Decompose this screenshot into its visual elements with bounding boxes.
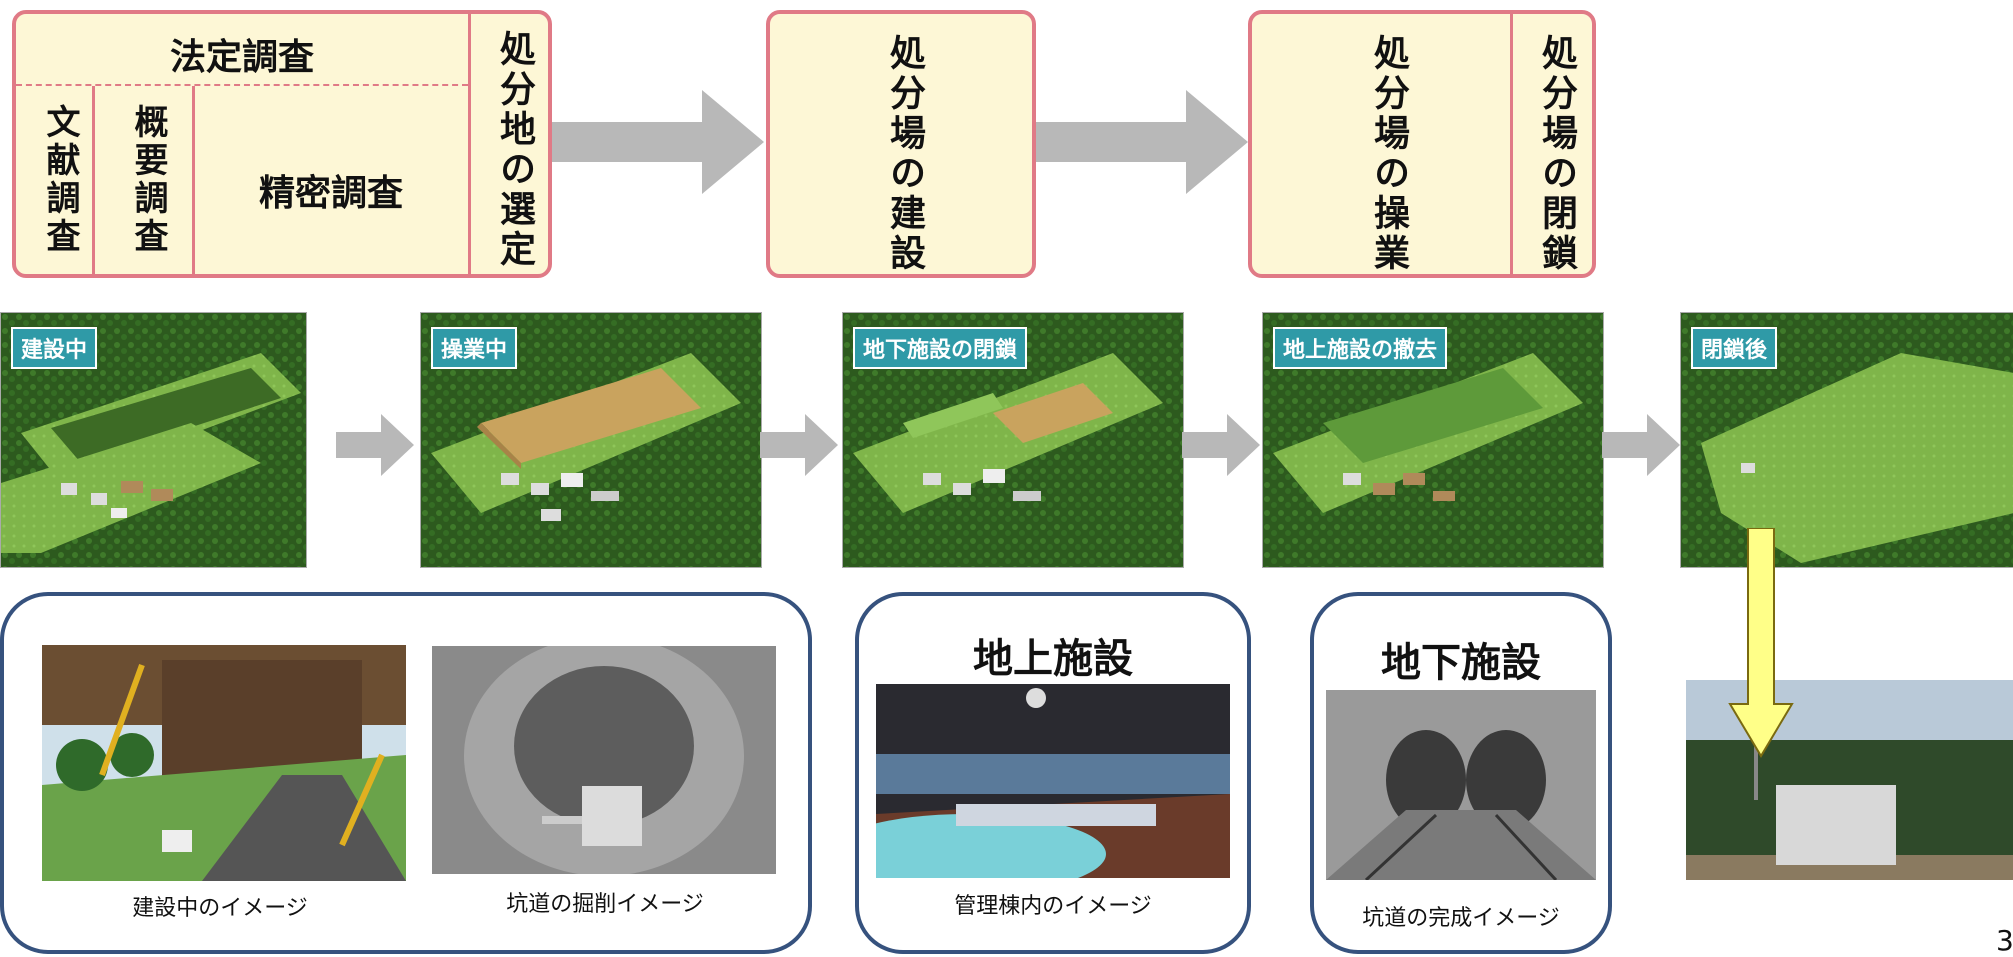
stage-panel-surface-removal: 地上施設の撤去 [1262,312,1604,568]
detailed-survey-label: 精密調査 [258,173,403,214]
stage-arrow-1 [336,414,414,476]
control-room-image [876,684,1230,878]
operation-closure-divider [1510,14,1513,278]
construction-label: 処分場の建設 [884,34,925,274]
survey-col-divider-1 [92,86,95,278]
underground-facility-title: 地下施設 [1381,640,1541,686]
stage-label-surface-removal: 地上施設の撤去 [1273,327,1448,369]
stage-label-underground-closure: 地下施設の閉鎖 [853,327,1028,369]
post-closure-down-arrow [1728,528,1794,758]
outline-survey-label: 概要調査 [128,104,168,256]
stage-arrow-3 [1182,414,1260,476]
stage-panel-underground-closure: 地下施設の閉鎖 [842,312,1184,568]
survey-col-divider-2 [192,86,195,278]
completed-tunnel-image [1326,690,1596,880]
operation-label: 処分場の操業 [1368,34,1409,274]
stage-label-post-closure: 閉鎖後 [1691,327,1778,369]
closure-label: 処分場の閉鎖 [1536,34,1577,274]
tunnel-excavation-caption: 坑道の掘削イメージ [506,892,704,917]
construction-box: 処分場の建設 [766,10,1036,278]
construction-image [42,645,406,881]
page-number: 3 [1996,924,2013,957]
site-selection-label: 処分地の選定 [494,30,535,270]
stage-label-operation: 操業中 [431,327,518,369]
construction-caption: 建設中のイメージ [132,896,308,921]
stage-panel-operation: 操業中 [420,312,762,568]
survey-col-divider-3 [468,14,471,278]
stage-label-construction: 建設中 [11,327,98,369]
surface-facility-title: 地上施設 [973,636,1133,682]
tunnel-excavation-image [432,646,776,874]
literature-survey-label: 文献調査 [40,104,80,256]
control-room-caption: 管理棟内のイメージ [954,894,1152,919]
survey-divider [16,84,468,86]
survey-box: 法定調査 文献調査 概要調査 精密調査 処分地の選定 [12,10,552,278]
stage-panel-post-closure: 閉鎖後 [1680,312,2013,568]
completed-tunnel-caption: 坑道の完成イメージ [1362,906,1560,931]
flow-arrow-1 [552,90,764,194]
flow-arrow-2 [1036,90,1248,194]
stage-panel-construction: 建設中 [0,312,307,568]
stage-arrow-4 [1602,414,1680,476]
stage-arrow-2 [760,414,838,476]
survey-title: 法定調査 [169,37,314,78]
operation-closure-box: 処分場の操業 処分場の閉鎖 [1248,10,1596,278]
stage-image-construction [1,313,306,567]
